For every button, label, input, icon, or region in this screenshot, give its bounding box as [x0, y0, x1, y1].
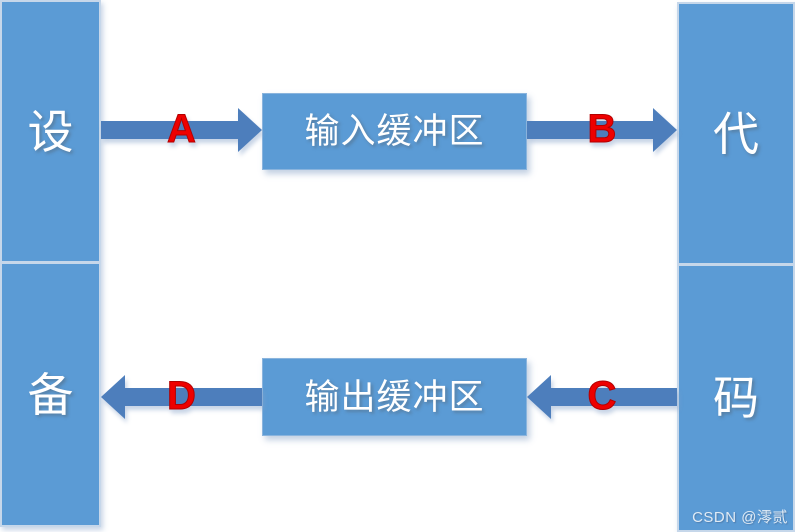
code-bar: 代 码	[677, 2, 795, 532]
arrow-a-shaft	[101, 121, 242, 139]
arrow-c-head-icon	[527, 375, 551, 419]
code-bar-bottom-cell: 码	[679, 266, 793, 530]
arrow-d-head-icon	[101, 375, 125, 419]
arrow-d-label: D	[167, 373, 197, 418]
arrow-d-left-icon: D	[101, 375, 262, 419]
input-buffer-label: 输入缓冲区	[304, 112, 485, 151]
arrow-a-head-icon	[238, 108, 262, 152]
arrow-b-shaft	[527, 121, 657, 139]
arrow-c-label: C	[587, 373, 617, 418]
code-bottom-char: 码	[713, 372, 759, 424]
arrow-b-right-icon: B	[527, 108, 677, 152]
arrow-b-label: B	[587, 106, 617, 151]
device-bar: 设 备	[0, 0, 101, 527]
device-bar-top-cell: 设	[2, 2, 99, 261]
arrow-c-left-icon: C	[527, 375, 677, 419]
code-top-char: 代	[713, 107, 759, 160]
arrow-a-right-icon: A	[101, 108, 262, 152]
output-buffer-box: 输出缓冲区	[262, 358, 527, 436]
arrow-c-shaft	[547, 388, 677, 406]
arrow-a-label: A	[167, 106, 197, 151]
input-buffer-box: 输入缓冲区	[262, 93, 527, 170]
code-bar-top-cell: 代	[679, 4, 793, 263]
arrow-b-head-icon	[653, 108, 677, 152]
device-top-char: 设	[27, 105, 74, 158]
csdn-watermark: CSDN @澪贰	[692, 509, 788, 526]
arrow-d-shaft	[121, 388, 262, 406]
device-bottom-char: 备	[27, 368, 74, 421]
device-bar-bottom-cell: 备	[2, 264, 99, 525]
device-bar-divider	[2, 261, 99, 264]
code-bar-divider	[679, 263, 793, 266]
output-buffer-label: 输出缓冲区	[304, 377, 485, 417]
